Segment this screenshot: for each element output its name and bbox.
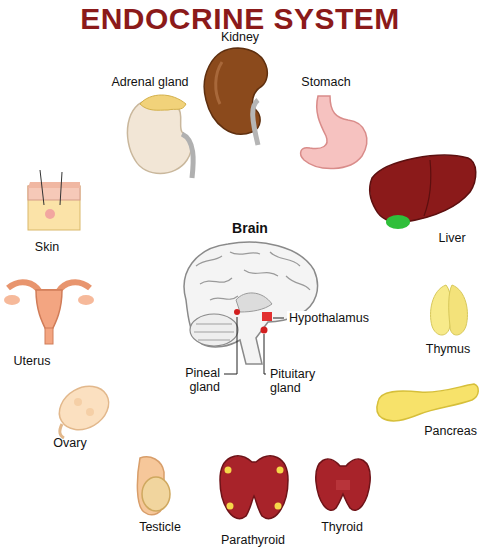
ovary-label: Ovary [53, 436, 86, 450]
liver-label: Liver [438, 231, 465, 245]
pancreas-figure [377, 384, 478, 421]
pineal-gland-label: Pineal gland [168, 366, 222, 395]
hypothalamus-label: Hypothalamus [287, 311, 371, 325]
adrenal-gland-label: Adrenal gland [111, 75, 188, 89]
thymus-label: Thymus [426, 342, 470, 356]
skin-label: Skin [35, 240, 59, 254]
stomach-label: Stomach [301, 75, 350, 89]
ovary-figure [51, 378, 116, 439]
kidney-label: Kidney [221, 30, 259, 44]
thymus-figure [431, 285, 468, 335]
brain-label: Brain [232, 220, 268, 236]
pituitary-gland-label: Pituitary gland [268, 367, 332, 396]
kidney-figure [204, 48, 267, 145]
uterus-label: Uterus [14, 354, 51, 368]
leader-lines [224, 317, 284, 374]
parathyroid-label: Parathyroid [221, 533, 285, 547]
stomach-figure [301, 96, 367, 169]
skin-figure [28, 170, 80, 230]
testicle-figure [137, 457, 170, 515]
uterus-figure [4, 282, 94, 344]
pancreas-label: Pancreas [424, 424, 477, 438]
thyroid-figure [316, 459, 370, 510]
liver-figure [370, 155, 476, 229]
parathyroid-figure [220, 456, 288, 519]
brain-figure [184, 242, 317, 364]
testicle-label: Testicle [139, 520, 181, 534]
thyroid-label: Thyroid [321, 520, 363, 534]
adrenal-gland-figure [127, 95, 193, 178]
